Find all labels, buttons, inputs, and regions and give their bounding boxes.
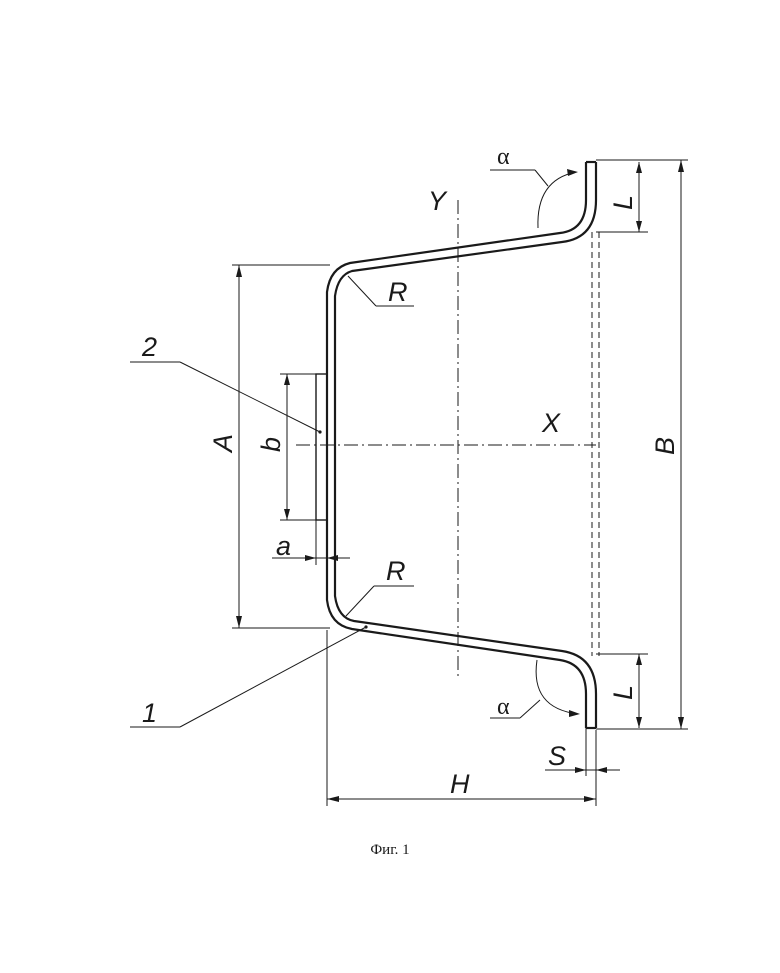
b-small-arrow-top: [284, 374, 290, 385]
h-arrow-right: [584, 796, 596, 802]
l-bottom-arrow-1: [636, 654, 642, 665]
label-b-small: b: [256, 437, 286, 452]
b-small-arrow-bottom: [284, 509, 290, 520]
a-arrow-bottom: [236, 616, 242, 628]
b-arrow-top: [678, 160, 684, 172]
label-alpha-top: α: [497, 144, 510, 170]
small-a-arrow-1: [305, 555, 316, 561]
label-part-2: 2: [141, 332, 157, 362]
label-small-a: a: [276, 531, 291, 561]
h-arrow-left: [327, 796, 339, 802]
l-top-arrow-2: [636, 221, 642, 232]
part-2-dot: [318, 430, 321, 433]
figure-caption: Фиг. 1: [0, 842, 780, 859]
label-h: H: [450, 769, 470, 799]
part-2-leader: [180, 362, 320, 432]
label-l-bottom: L: [608, 685, 638, 700]
label-s: S: [548, 741, 566, 771]
b-arrow-bottom: [678, 717, 684, 729]
s-arrow-2: [596, 767, 607, 773]
s-arrow-1: [575, 767, 586, 773]
r-bottom-leader: [346, 586, 374, 616]
plate-part-2: [316, 374, 327, 520]
alpha-bottom-arc: [536, 660, 578, 714]
r-top-leader: [348, 276, 376, 306]
alpha-top-arrow: [567, 169, 578, 176]
l-bottom-arrow-2: [636, 717, 642, 728]
part-1-leader: [180, 627, 366, 727]
label-x: X: [541, 408, 561, 438]
label-a: A: [208, 434, 238, 454]
label-alpha-bottom: α: [497, 694, 510, 720]
label-part-1: 1: [142, 698, 157, 728]
label-b-big: B: [650, 437, 680, 455]
label-l-top: L: [608, 195, 638, 210]
label-r-top: R: [388, 277, 408, 307]
label-r-bottom: R: [386, 556, 406, 586]
alpha-top-leader-2: [535, 170, 548, 186]
alpha-bottom-arrow: [569, 710, 580, 717]
small-a-arrow-2: [327, 555, 338, 561]
part-1-dot: [364, 625, 367, 628]
a-arrow-top: [236, 265, 242, 277]
alpha-bottom-leader-2: [520, 700, 540, 718]
l-top-arrow-1: [636, 162, 642, 173]
label-y: Y: [428, 186, 448, 216]
